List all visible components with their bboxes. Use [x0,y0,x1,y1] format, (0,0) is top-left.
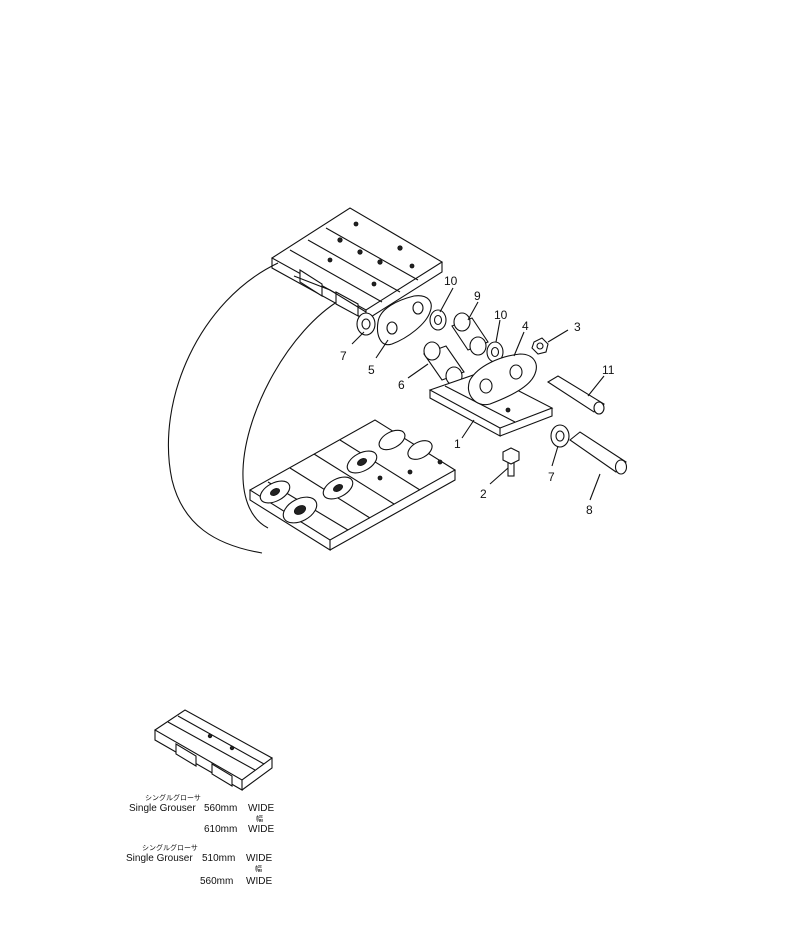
callout-6: 6 [398,378,405,392]
nut-part-3 [531,337,549,355]
callout-5: 5 [368,363,375,377]
callout-11: 11 [602,363,615,377]
callout-10-right: 10 [494,308,508,322]
upper-track-shoes [270,207,444,321]
bolt-part-2 [502,447,520,477]
leader-lines [351,287,605,501]
caption-2-mark: 幅 [255,864,262,873]
caption-1-size-top: 560mm [204,803,237,814]
lower-track-assembly [248,419,457,551]
link-part-5 [376,295,432,346]
pin-part-11 [546,375,605,415]
caption-2-size-bottom: 560mm [200,876,233,887]
callout-4: 4 [522,319,529,333]
caption-1-size-bottom: 610mm [204,824,237,835]
bushing-part-9 [451,312,489,356]
bushing-part-6 [423,341,465,386]
caption-1-unit-bottom: WIDE [248,824,274,835]
callout-7-left: 7 [340,349,347,363]
pin-part-8 [569,431,628,475]
seal-part-7-right [550,424,570,448]
callout-3: 3 [574,320,581,334]
track-loop-outline [167,262,341,554]
caption-2-unit-top: WIDE [246,853,272,864]
link-part-4 [468,353,537,406]
caption-1-unit-top: WIDE [248,803,274,814]
callout-2: 2 [480,487,487,501]
caption-2-label: Single Grouser [126,853,193,864]
single-grouser-shoe-icon [153,709,274,791]
callout-7-right: 7 [548,470,555,484]
caption-1-japanese: シングルグローサ [145,793,201,802]
callout-9: 9 [474,289,481,303]
callout-1: 1 [454,437,461,451]
caption-2-unit-bottom: WIDE [246,876,272,887]
seal-part-10-left [429,309,447,331]
callout-10-left: 10 [444,274,458,288]
seal-part-7-left [356,312,376,336]
caption-1-mark: 幅 [256,814,263,823]
seal-part-10-right [486,341,504,363]
caption-2-japanese: シングルグローサ [142,843,198,852]
callout-8: 8 [586,503,593,517]
caption-2-size-top: 510mm [202,853,235,864]
caption-1-label: Single Grouser [129,803,196,814]
